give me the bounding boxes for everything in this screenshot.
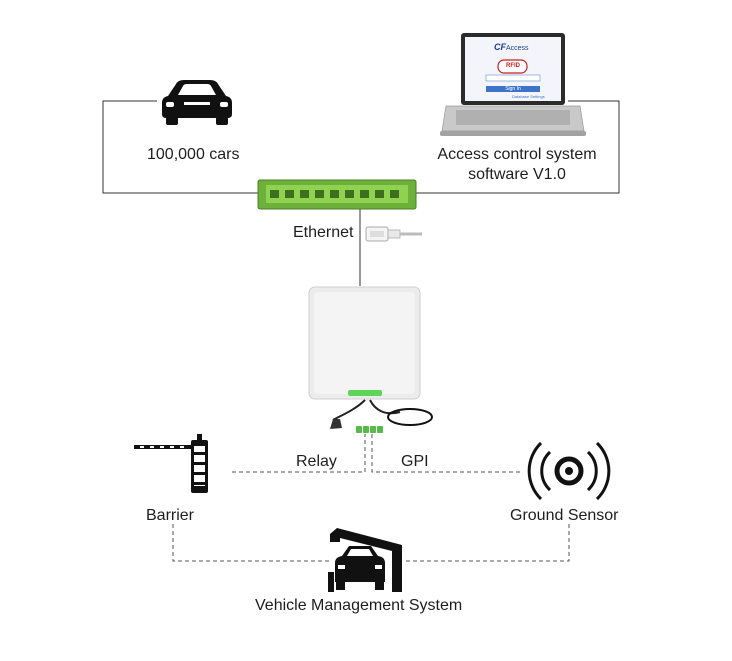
vehicle-management-icon (328, 528, 402, 592)
vms-label: Vehicle Management System (255, 597, 463, 614)
barrier-icon (134, 434, 208, 493)
laptop-logo-mark: CF (494, 42, 506, 52)
rfid-badge: RFID (506, 63, 520, 69)
solid-connections (102, 100, 620, 286)
relay-line (232, 434, 366, 473)
gpi-line (371, 434, 520, 473)
dashed-connections (172, 434, 570, 562)
laptop-settings-link: Database Settings (512, 94, 545, 99)
network-switch-icon (257, 179, 417, 210)
software-label-line1: Access control system (437, 146, 597, 163)
ground-sensor-icon (527, 441, 611, 501)
laptop-link-line (416, 100, 620, 194)
switch-ports (270, 190, 399, 198)
laptop-signin-button: Sign In (505, 86, 521, 92)
gpi-label: GPI (401, 453, 429, 470)
rfid-reader-icon (308, 286, 433, 433)
reader-terminals (356, 426, 383, 433)
laptop-logo: CFAccess (494, 42, 529, 52)
car-icon (162, 80, 232, 125)
sensor-vms-line (404, 524, 570, 562)
barrier-label: Barrier (146, 507, 195, 524)
ethernet-label: Ethernet (293, 224, 354, 241)
ethernet-plug-icon (365, 226, 422, 242)
ground-sensor-label: Ground Sensor (510, 507, 619, 524)
laptop-logo-text: Access (506, 45, 529, 52)
cars-label: 100,000 cars (147, 146, 240, 163)
barrier-vms-line (172, 524, 330, 562)
relay-label: Relay (296, 453, 337, 470)
car-link-line (102, 100, 258, 194)
software-label-line2: software V1.0 (468, 166, 566, 183)
laptop-icon (440, 33, 586, 136)
